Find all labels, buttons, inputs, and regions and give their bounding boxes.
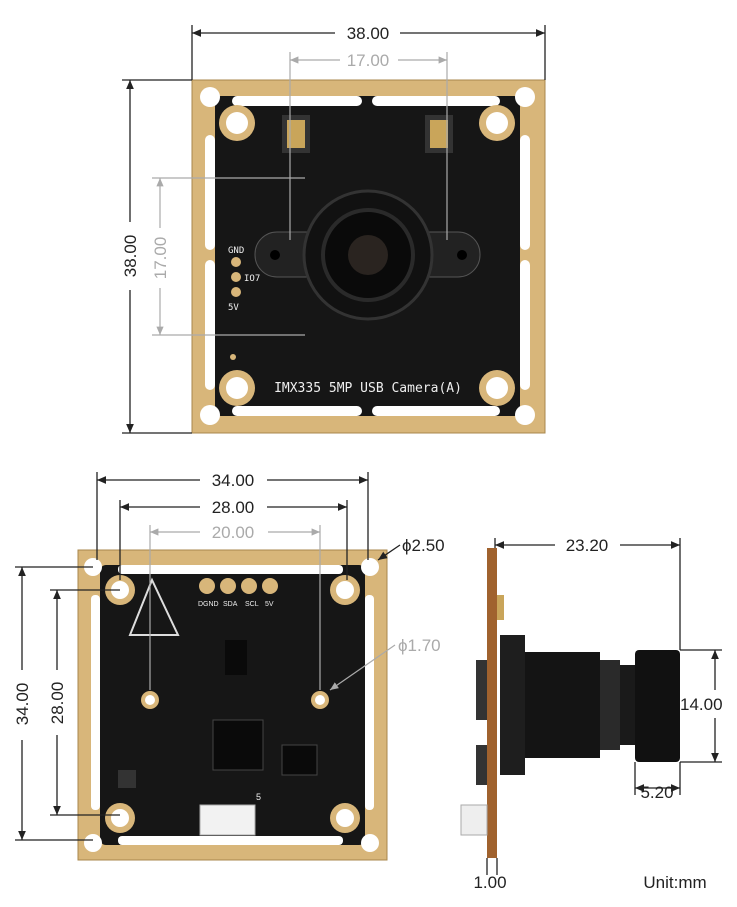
lens-diameter-label: 14.00 [680,695,723,714]
pin-label: SDA [223,601,238,608]
pin-label: DGND [198,601,219,608]
top-width-label: 38.00 [347,24,390,43]
bottom-view-board: DGND SDA SCL 5V 5 [77,549,388,861]
top-dim-lines [122,25,546,434]
inner-hole-diameter-label: ϕ1.70 [398,636,441,655]
side-length-label: 23.20 [566,536,609,555]
pin-label: SCL [245,601,259,608]
board-title: IMX335 5MP USB Camera(A) [274,381,462,396]
unit-label: Unit:mm [643,873,706,892]
bottom-outer-width-label: 34.00 [212,471,255,490]
top-height-label: 38.00 [121,235,140,278]
mount-hole-icon [84,558,379,852]
bottom-hole-width-label: 28.00 [212,498,255,517]
bottom-inner-hole-width-label: 20.00 [212,523,255,542]
top-lens-height-label: 17.00 [151,237,170,280]
pcb-thickness-label: 1.00 [473,873,506,892]
mount-hole-diameter-label: ϕ2.50 [402,536,445,555]
pin-label: 5V [228,303,239,313]
side-view [460,548,680,858]
pin-label: 5V [265,601,274,608]
front-ring-label: 5.20 [640,783,673,802]
usb-connector [199,804,256,836]
bottom-hole-height-label: 28.00 [48,682,67,725]
mount-hole-icon [200,87,535,425]
connector-pin-label: 5 [256,792,261,802]
pin-label: IO7 [244,274,260,284]
top-view-board: GND IO7 5V IMX335 5MP USB Camera(A) [191,79,546,434]
bottom-outer-height-label: 34.00 [13,683,32,726]
top-lens-width-label: 17.00 [347,51,390,70]
pin-label: GND [228,246,244,256]
